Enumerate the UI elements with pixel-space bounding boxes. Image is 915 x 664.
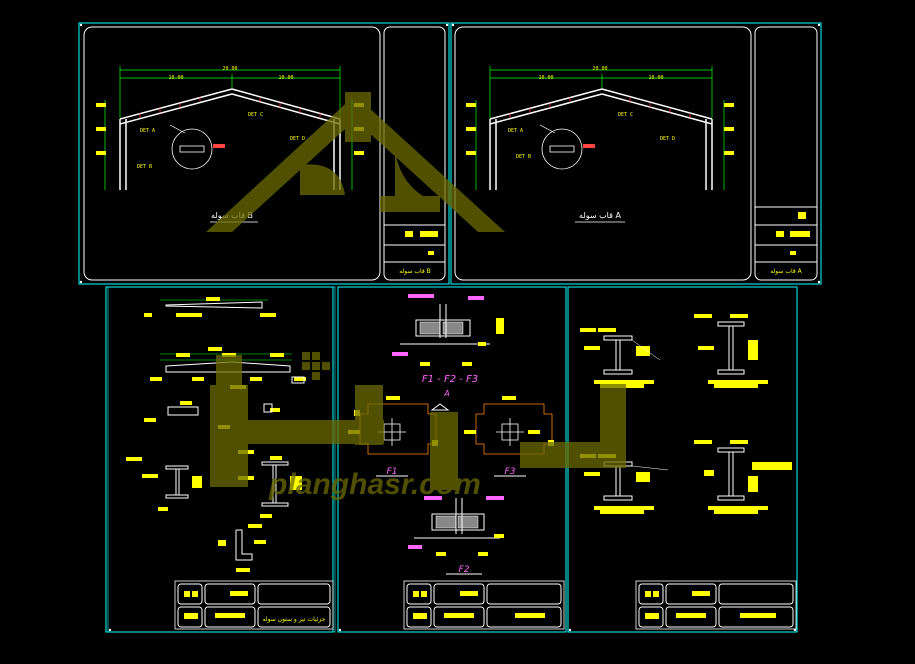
dim-total-span-b: 20.00 (222, 66, 237, 72)
portal-frame-b (119, 88, 341, 190)
det-c-label-a: DET C (618, 112, 633, 118)
label-f3: F3 (505, 467, 516, 477)
frame-stiffeners (139, 97, 321, 118)
title-block-label-bottom-left: جزئیات تیر و ستون سوله (263, 616, 326, 623)
det-a-label-a: DET A (508, 128, 523, 134)
det-d-label-b: DET D (290, 136, 305, 142)
section-label-f1-f2-f3: F1 - F2 - F3 (422, 374, 478, 385)
watermark-text: planghasr.com (268, 468, 481, 501)
det-d-label-a: DET D (660, 136, 675, 142)
label-f2: F2 (459, 565, 470, 575)
dim-half-span-left-a: 10.00 (538, 75, 553, 81)
title-block-label-top-right: قاب سوله A (770, 268, 802, 275)
dimension-lines-a (475, 66, 725, 190)
baseplate-detail-bottom (408, 496, 504, 556)
i-section-details (165, 461, 289, 561)
snap-markers (79, 23, 821, 632)
det-b-label-a: DET B (516, 154, 531, 160)
detail-callout-circle (171, 128, 213, 170)
dim-values-a (466, 103, 734, 155)
frame-stiffeners-a (509, 97, 691, 118)
dim-half-span-left-b: 10.00 (168, 75, 183, 81)
dim-total-span-a: 20.00 (592, 66, 607, 72)
baseplate-detail-top (392, 294, 504, 366)
det-b-label-b: DET B (137, 164, 152, 170)
portal-frame-a (489, 88, 713, 190)
section-sub-a: A (443, 389, 449, 398)
sheet-bottom-left: جزئیات تیر و ستون سوله (105, 286, 336, 633)
caption-frame-a: قاب سوله A (579, 211, 621, 220)
sheet-top-right: قاب سوله A 20.00 10.00 1 (450, 22, 822, 285)
dim-half-span-right-b: 10.00 (278, 75, 293, 81)
sheet-bottom-right (567, 286, 798, 633)
det-a-label-b: DET A (140, 128, 155, 134)
dim-half-span-right-a: 10.00 (648, 75, 663, 81)
label-f1: F1 (387, 467, 398, 477)
sheet-bottom-middle: F1 - F2 - F3 A F1 F3 (337, 286, 567, 633)
detail-callout-circle-a (541, 128, 583, 170)
det-c-label-b: DET C (248, 112, 263, 118)
title-block-label-top-left: قاب سوله B (399, 268, 430, 275)
watermark-logo: planghasr.com (206, 92, 626, 501)
